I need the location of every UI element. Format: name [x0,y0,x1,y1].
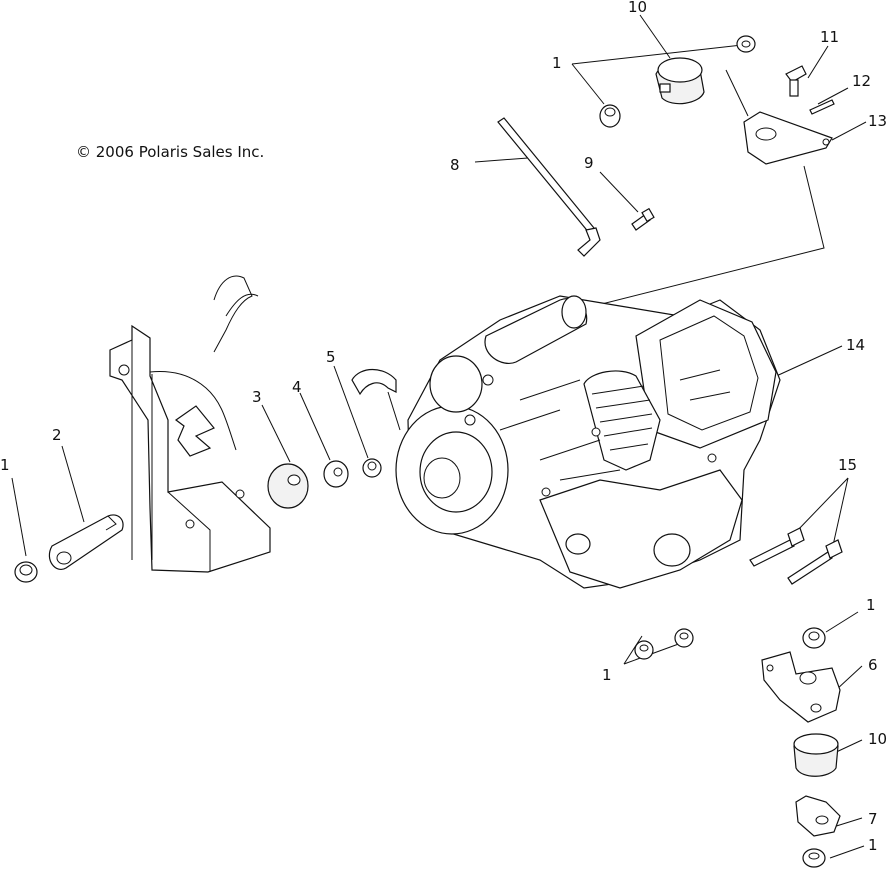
callout-4: 4 [292,378,302,396]
callout-6: 6 [868,656,878,674]
engine-assembly-part-14 [351,295,781,589]
rod-part-8 [497,117,601,257]
callout-8: 8 [450,156,460,174]
rubber-mount-part-10-top [655,57,705,105]
pin-part-12 [809,99,835,115]
callout-1-left: 1 [0,456,10,474]
bracket-part-7 [795,795,841,837]
callout-2: 2 [52,426,62,444]
bolt-part-9 [631,207,655,231]
rubber-mount-part-10-bottom [793,733,839,777]
callout-5: 5 [326,348,336,366]
callout-3: 3 [252,388,262,406]
callout-1-middle: 1 [602,666,612,684]
nut-part-5 [362,458,382,478]
upper-bracket-part-13 [743,111,833,165]
washer-part-4 [323,460,349,488]
spacer-sleeve-part-2 [48,514,124,570]
frame-mount-bracket [109,275,271,573]
nuts-part-1-middle [634,628,694,660]
leader-lines [11,14,867,859]
callout-9: 9 [584,154,594,172]
rubber-mount-part-3 [267,463,309,509]
callout-15: 15 [838,456,857,474]
callout-10-top: 10 [628,0,647,16]
callout-10-bottom: 10 [868,730,887,748]
copyright-notice: © 2006 Polaris Sales Inc. [76,143,265,161]
mount-bracket-part-6 [761,651,841,723]
nut-part-1-top [599,35,756,128]
nut-part-1-right-bottom [802,848,826,868]
nut-part-1-right-top [802,627,826,649]
washer-part-1-left [14,561,38,583]
callout-1-right-top: 1 [866,596,876,614]
callout-7: 7 [868,810,878,828]
callout-1-top: 1 [552,54,562,72]
bolt-part-11 [785,65,807,97]
callout-11: 11 [820,28,839,46]
callout-13: 13 [868,112,887,130]
callout-14: 14 [846,336,865,354]
bolts-part-15 [749,527,843,585]
callout-12: 12 [852,72,871,90]
callout-1-right-bottom: 1 [868,836,878,854]
callout-labels: 1 2 3 4 5 1 8 9 10 11 12 13 14 15 1 1 6 … [0,0,887,854]
